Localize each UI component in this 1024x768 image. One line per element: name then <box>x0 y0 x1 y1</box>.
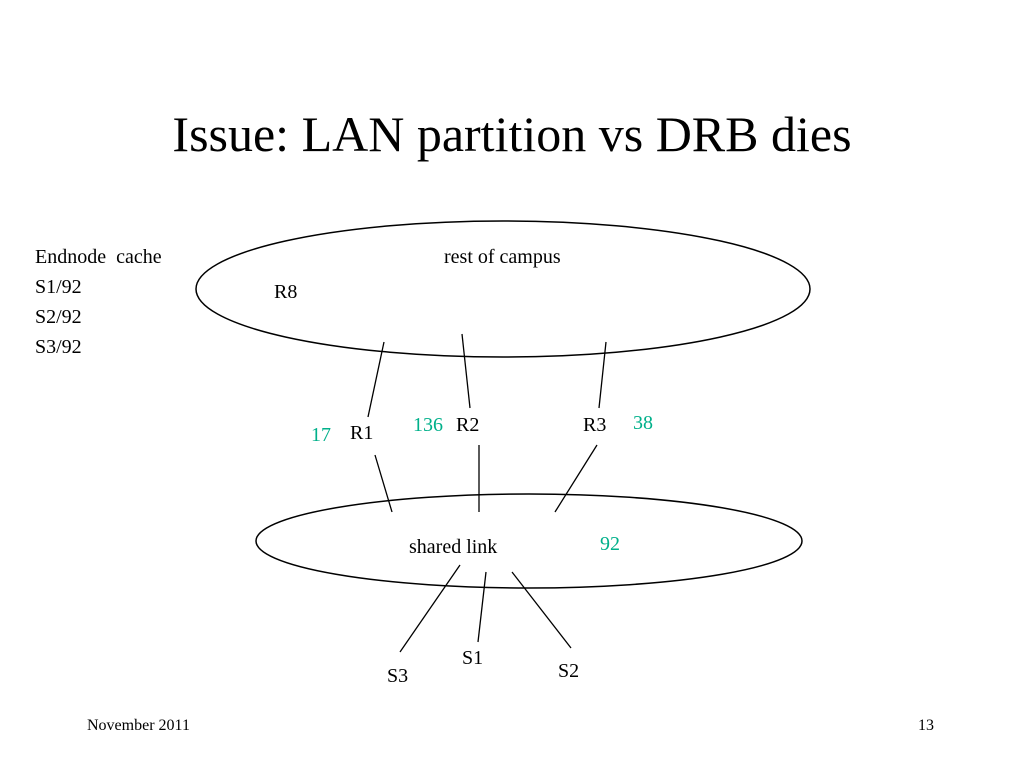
footer-date: November 2011 <box>87 717 190 734</box>
link-r1-shared <box>374 454 393 513</box>
router-r1-metric: 17 <box>311 424 331 446</box>
router-r8-label: R8 <box>274 281 298 303</box>
slide-title: Issue: LAN partition vs DRB dies <box>172 106 852 162</box>
shared-link-ellipse <box>255 493 803 589</box>
link-campus-r2 <box>461 333 471 409</box>
link-shared-s2 <box>511 571 572 649</box>
station-s2-label: S2 <box>558 660 580 682</box>
shared-link-metric: 92 <box>600 533 620 555</box>
campus-label: rest of campus <box>444 246 561 268</box>
shared-link-label: shared link <box>409 536 498 558</box>
link-shared-s1 <box>477 571 487 643</box>
cache-entry-s3: S3/92 <box>35 336 82 358</box>
cache-entry-s1: S1/92 <box>35 276 82 298</box>
station-s3-label: S3 <box>387 665 409 687</box>
link-campus-r3 <box>598 341 607 409</box>
endnode-cache: Endnode cache S1/92 S2/92 S3/92 <box>35 242 162 362</box>
cache-entry-s2: S2/92 <box>35 306 82 328</box>
link-shared-s3 <box>399 564 461 653</box>
page-number: 13 <box>918 717 934 734</box>
cache-heading: Endnode cache <box>35 246 162 268</box>
link-campus-r1 <box>367 341 385 418</box>
router-r2-metric: 136 <box>413 414 443 436</box>
link-r3-shared <box>554 444 598 513</box>
router-r3-metric: 38 <box>633 412 653 434</box>
router-r1-label: R1 <box>350 422 374 444</box>
router-r2-label: R2 <box>456 414 480 436</box>
router-r3-label: R3 <box>583 414 607 436</box>
campus-ellipse <box>195 220 811 358</box>
station-s1-label: S1 <box>462 647 484 669</box>
